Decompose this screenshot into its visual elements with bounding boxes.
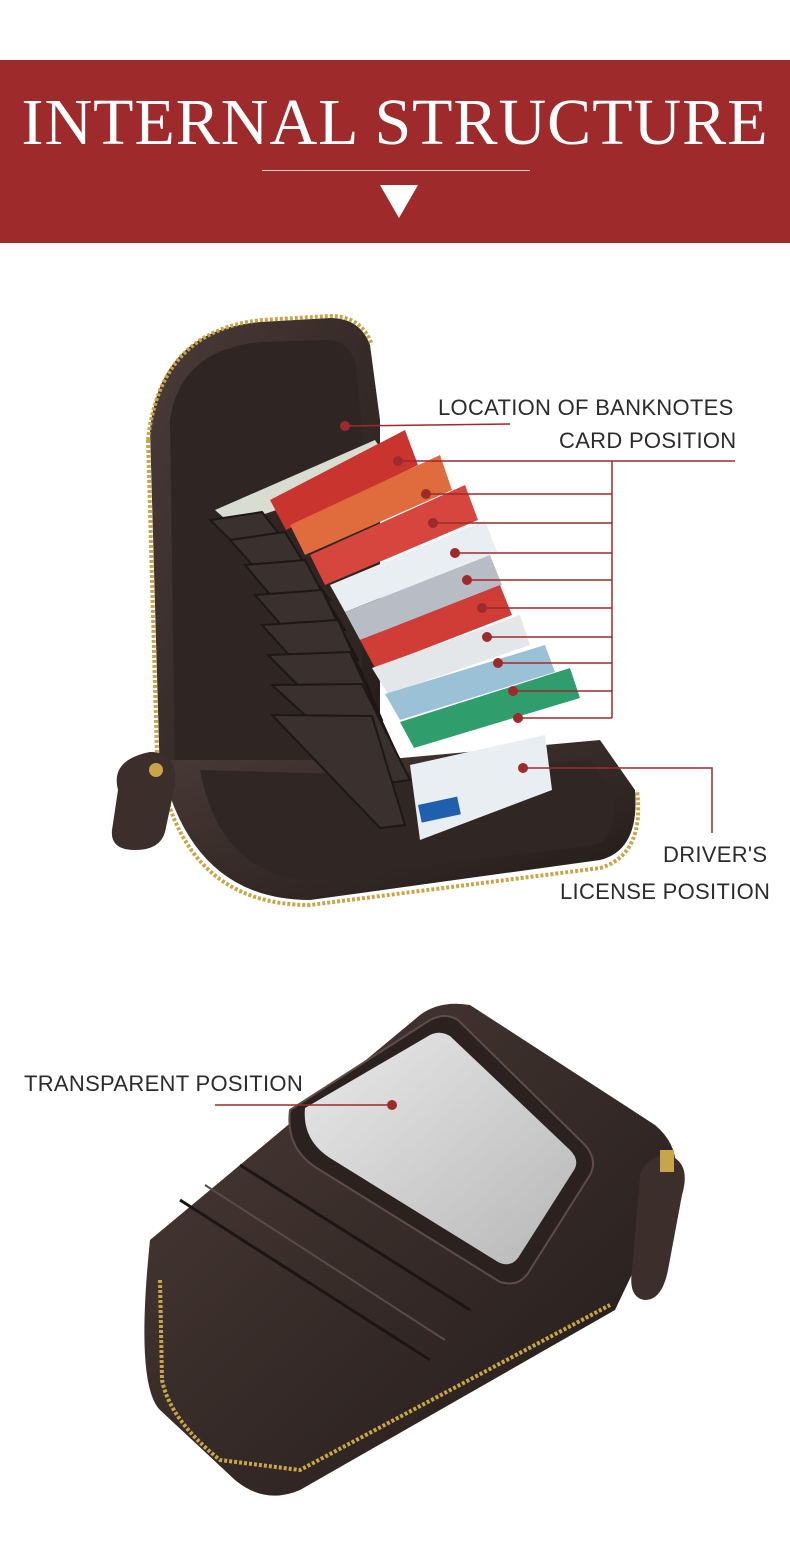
card-slot: [239, 1163, 471, 1312]
triangle-down-icon: [380, 185, 418, 218]
card-position-label: CARD POSITION: [559, 428, 737, 453]
zipper: [158, 1279, 611, 1473]
card-slot: [204, 1184, 446, 1341]
card: [330, 520, 497, 612]
callout-lines: [215, 423, 735, 1106]
zipper-pull: [111, 752, 176, 850]
card: [400, 668, 580, 748]
zipper-bottom: [160, 779, 641, 908]
card: [310, 485, 478, 585]
title-banner: INTERNAL STRUCTURE: [0, 60, 790, 243]
rivet: [149, 763, 163, 777]
drivers-callout-line: [523, 767, 713, 833]
drivers-label-line1: DRIVER'S: [663, 842, 768, 867]
transparent-window: [304, 1032, 577, 1265]
card: [270, 430, 418, 530]
transparent-position-label: TRANSPARENT POSITION: [24, 1071, 304, 1096]
drivers-label-line2: LICENSE POSITION: [560, 879, 771, 904]
open-wallet: [111, 313, 641, 908]
card: [360, 585, 512, 668]
card: [290, 455, 452, 555]
card-pleats: [207, 510, 412, 830]
zipper-side: [146, 439, 160, 791]
closed-wallet: [144, 1003, 685, 1496]
banner-divider: [262, 170, 530, 171]
card-slot: [179, 1198, 431, 1362]
banknotes-callout-line: [344, 423, 511, 427]
card: [345, 555, 502, 640]
banknotes-label: LOCATION OF BANKNOTES: [438, 395, 734, 420]
zipper-slider: [660, 1150, 674, 1172]
card-logo: [418, 796, 461, 823]
zipper-pull: [631, 1156, 685, 1300]
banner-title: INTERNAL STRUCTURE: [21, 86, 769, 159]
callout-dots: [340, 421, 528, 1110]
zipper: [146, 313, 374, 441]
